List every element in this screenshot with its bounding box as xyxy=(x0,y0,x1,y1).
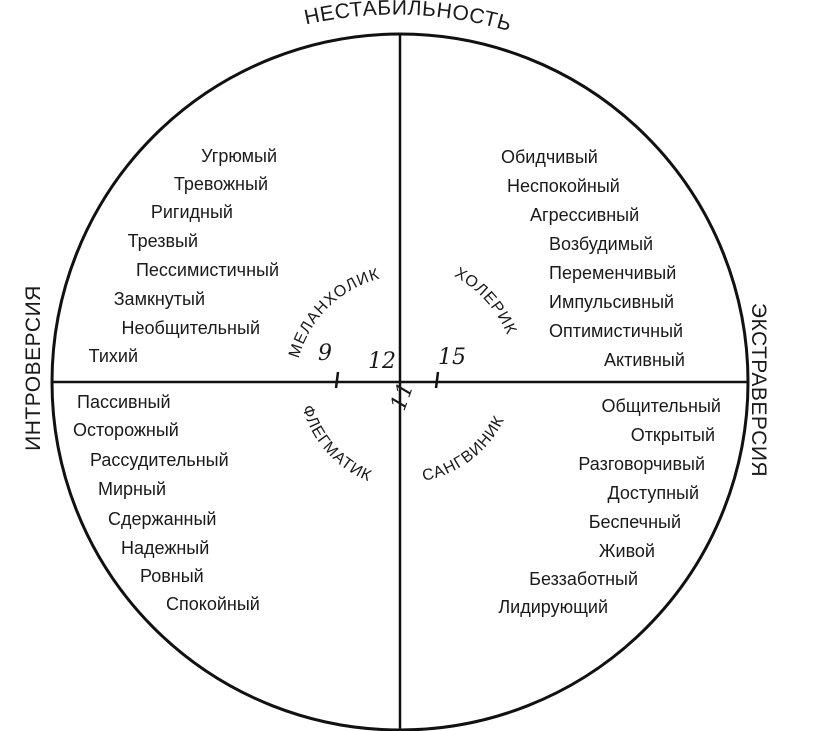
trait-label: Лидирующий xyxy=(498,597,608,617)
trait-label: Доступный xyxy=(607,483,699,503)
trait-label: Сдержанный xyxy=(108,509,216,529)
trait-label: Ригидный xyxy=(151,202,233,222)
trait-label: Замкнутый xyxy=(114,289,205,309)
trait-label: Неспокойный xyxy=(507,176,620,196)
trait-label: Оптимистичный xyxy=(549,321,683,341)
trait-label: Спокойный xyxy=(166,594,260,614)
trait-label: Ровный xyxy=(140,566,204,586)
trait-label: Осторожный xyxy=(73,420,179,440)
trait-label: Беспечный xyxy=(589,512,681,532)
temperament-choleric: ХОЛЕРИК xyxy=(452,265,520,338)
trait-label: Тихий xyxy=(89,346,138,366)
trait-label: Общительный xyxy=(602,396,721,416)
score-tick xyxy=(334,371,340,389)
trait-label: Возбудимый xyxy=(549,234,653,254)
quadrant-bottom-left: ПассивныйОсторожныйРассудительныйМирныйС… xyxy=(73,392,260,614)
trait-label: Активный xyxy=(604,350,685,370)
quadrant-top-right: ОбидчивыйНеспокойныйАгрессивныйВозбудимы… xyxy=(501,147,685,370)
score-center-right: 15 xyxy=(438,345,466,370)
trait-label: Агрессивный xyxy=(530,205,639,225)
quadrant-top-left: УгрюмыйТревожныйРигидныйТрезвыйПессимист… xyxy=(89,146,279,366)
trait-label: Пессимистичный xyxy=(136,260,279,280)
trait-label: Живой xyxy=(599,541,655,561)
trait-label: Обидчивый xyxy=(501,147,598,167)
trait-label: Тревожный xyxy=(174,174,268,194)
temperament-sanguine: САНГВИНИК xyxy=(421,413,508,485)
axis-label-left: ИНТРОВЕРСИЯ xyxy=(22,285,45,451)
trait-label: Надежный xyxy=(121,538,209,558)
trait-label: Трезвый xyxy=(128,231,198,251)
axis-label-right: ЭКСТРАВЕРСИЯ xyxy=(747,303,770,477)
temperament-phlegmatic: ФЛЕГМАТИК xyxy=(298,403,374,485)
trait-label: Переменчивый xyxy=(549,263,676,283)
trait-label: Пассивный xyxy=(77,392,171,412)
trait-label: Мирный xyxy=(98,479,166,499)
trait-label: Разговорчивый xyxy=(578,454,705,474)
trait-label: Угрюмый xyxy=(201,146,277,166)
trait-label: Рассудительный xyxy=(90,450,229,470)
quadrant-bottom-right: ОбщительныйОткрытыйРазговорчивыйДоступны… xyxy=(498,396,721,617)
score-bottom: 11 xyxy=(386,379,419,414)
score-left: 9 xyxy=(318,341,332,366)
trait-label: Импульсивный xyxy=(549,292,674,312)
score-center-left: 12 xyxy=(368,349,396,374)
trait-label: Необщительный xyxy=(122,318,260,338)
trait-label: Открытый xyxy=(631,425,715,445)
axis-label-top: НЕСТАБИЛЬНОСТЬ xyxy=(302,0,514,36)
trait-label: Беззаботный xyxy=(529,569,638,589)
score-tick xyxy=(434,371,440,389)
temperament-melancholic: МЕЛАНХОЛИК xyxy=(286,266,382,360)
